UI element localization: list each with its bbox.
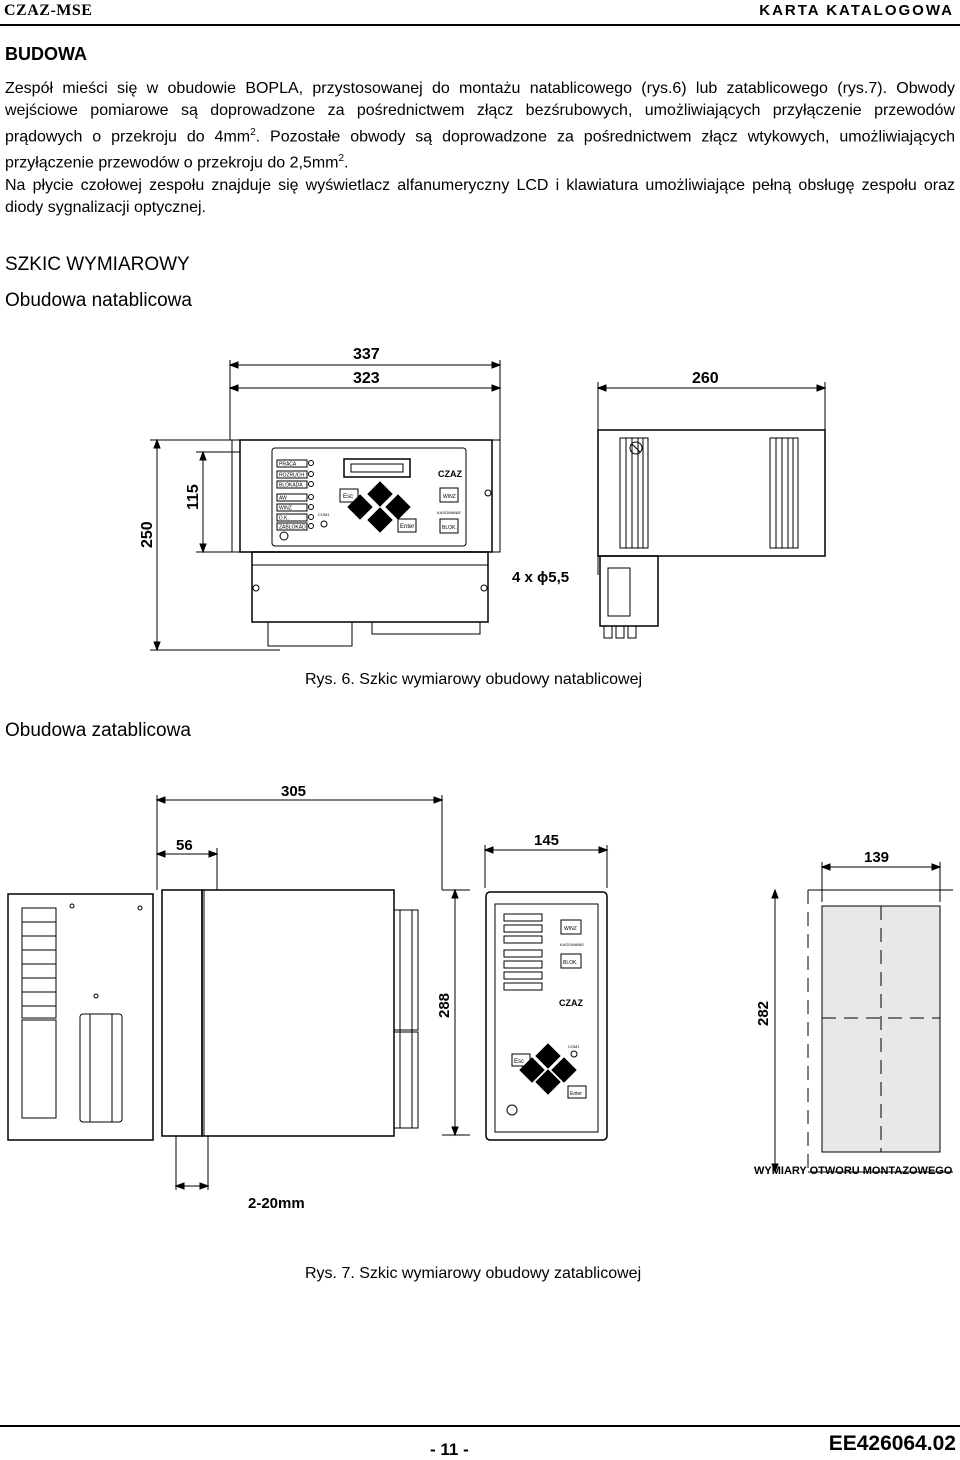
led-label-blokada: BLOKADA: [279, 483, 303, 489]
dim-337: 337: [353, 346, 380, 363]
page-number: - 11 -: [430, 1440, 469, 1459]
led-label-praca: PRACA: [279, 462, 297, 468]
key-esc: Esc: [343, 494, 353, 500]
dim-145: 145: [534, 832, 559, 849]
panel7-key-winz: WINZ: [564, 926, 577, 932]
header-left: CZAZ-MSE: [4, 2, 93, 19]
page-header: CZAZ-MSE KARTA KATALOGOWA: [0, 0, 960, 26]
key-blok: BLOK.: [442, 525, 457, 531]
header-rule: [0, 24, 960, 26]
caption-fig6: Rys. 6. Szkic wymiarowy obudowy natablic…: [305, 671, 643, 688]
dim-260: 260: [692, 370, 719, 387]
panel7-key-blok: BLOK.: [563, 960, 578, 966]
dim-282: 282: [755, 1001, 772, 1026]
dim-250: 250: [139, 521, 156, 548]
led-label-rozruch: ROZRUCH: [279, 473, 304, 479]
dim-115: 115: [185, 484, 202, 510]
dim-holes: 4 x ϕ5,5: [512, 569, 569, 586]
label-com1: COM1: [318, 512, 330, 517]
figure-6-drawing: 337 323 260 250 115 4 x ϕ5,5 PRACA ROZRU…: [139, 346, 827, 652]
key-enter: Enter: [400, 524, 414, 530]
led-label-aw: AW: [279, 496, 287, 502]
panel7-kasowanie: KASOWANIE: [560, 942, 584, 947]
panel7-key-enter: Enter: [570, 1091, 582, 1097]
section-title-szkic: SZKIC WYMIAROWY: [5, 254, 190, 275]
panel-brand-czaz: CZAZ: [438, 469, 462, 479]
footer-rule: [0, 1425, 960, 1427]
dim-305: 305: [281, 783, 306, 800]
header-right: KARTA KATALOGOWA: [759, 2, 954, 19]
document-number: EE426064.02: [828, 1432, 956, 1455]
dim-288: 288: [436, 993, 453, 1018]
dim-2-20mm: 2-20mm: [248, 1195, 305, 1212]
led-label-dk: D.K.: [279, 516, 289, 522]
key-winz: WINZ: [443, 494, 456, 500]
panel7-brand-czaz: CZAZ: [559, 998, 583, 1008]
label-kasowanie: KASOWANIE: [437, 510, 461, 515]
panel7-com1: COM1: [568, 1044, 580, 1049]
led-label-zablokad: ZABLOKAD: [279, 525, 306, 531]
dim-139: 139: [864, 849, 889, 866]
panel7-key-esc: Esc: [514, 1059, 524, 1065]
figure-7-drawing: 305 56 145 139 288 282 2-20mm WYMIARY OT…: [7, 783, 953, 1212]
section-title-budowa: BUDOWA: [5, 44, 87, 64]
subtitle-natablicowa: Obudowa natablicowa: [5, 290, 192, 311]
budowa-paragraph-2: Na płycie czołowej zespołu znajduje się …: [5, 176, 955, 216]
budowa-paragraph-1: Zespół mieści się w obudowie BOPLA, przy…: [5, 80, 956, 172]
caption-fig7: Rys. 7. Szkic wymiarowy obudowy zatablic…: [305, 1265, 642, 1282]
dim-56: 56: [176, 837, 193, 854]
dim-323: 323: [353, 370, 380, 387]
led-label-winz: WINZ: [279, 506, 292, 512]
subtitle-zatablicowa: Obudowa zatablicowa: [5, 720, 191, 741]
cutout-label: WYMIARY OTWORU MONTAZOWEGO: [754, 1165, 953, 1177]
budowa-text: Zespół mieści się w obudowie BOPLA, przy…: [5, 78, 955, 219]
